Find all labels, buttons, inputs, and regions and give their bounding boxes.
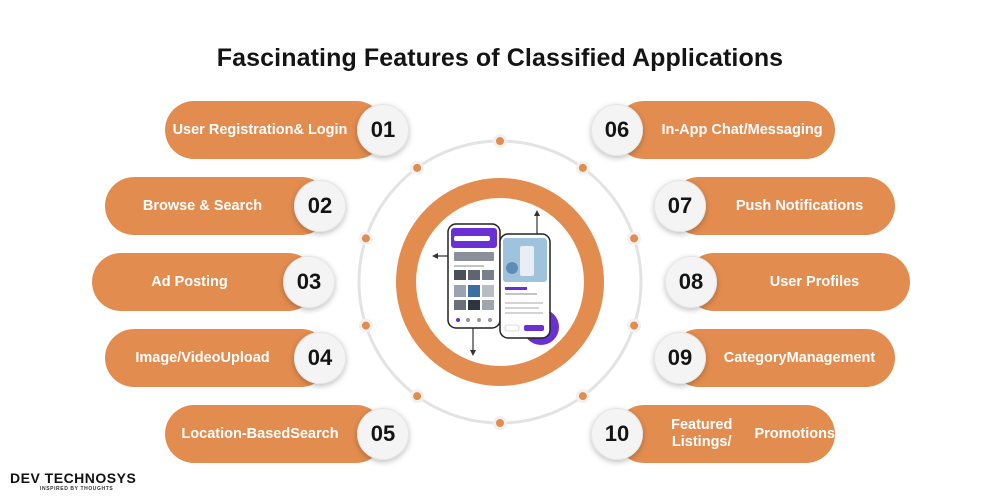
page-title: Fascinating Features of Classified Appli… — [216, 44, 784, 72]
feature-pill-06: In-App Chat/ Messaging — [615, 101, 835, 159]
ring-dot-core — [578, 392, 587, 401]
ring-dot-core — [496, 137, 504, 145]
feature-number-10: 10 — [591, 408, 643, 460]
feature-label: Upload — [220, 349, 270, 366]
company-logo: DEV TECHNOSYS INSPIRED BY THOUGHTS — [10, 470, 160, 496]
ring-dot-core — [630, 234, 639, 243]
feature-label: Browse & Search — [142, 197, 263, 214]
feature-pill-08: User Profiles — [685, 253, 910, 311]
ring-dot-core — [361, 321, 370, 330]
feature-label: Category — [723, 349, 787, 366]
ring-dot-core — [361, 234, 370, 243]
feature-label: In-App Chat/ — [661, 121, 748, 138]
logo-tagline: INSPIRED BY THOUGHTS — [40, 486, 114, 492]
phone-mockup-icon — [432, 210, 559, 356]
ring-dot-core — [630, 321, 639, 330]
ring-dot-core — [413, 392, 422, 401]
feature-pill-07: Push Notifications — [670, 177, 895, 235]
feature-label: Ad Posting — [151, 273, 228, 290]
ring-dot-core — [496, 419, 504, 427]
feature-label: & Login — [293, 121, 348, 138]
feature-label: User Profiles — [769, 273, 860, 290]
feature-pill-01: User Registration & Login — [165, 101, 385, 159]
feature-number-08: 08 — [665, 256, 717, 308]
ring-dot-core — [413, 163, 422, 172]
feature-label: User Registration — [172, 121, 294, 138]
feature-number-07: 07 — [654, 180, 706, 232]
feature-number-09: 09 — [654, 332, 706, 384]
feature-pill-02: Browse & Search — [105, 177, 330, 235]
feature-label: Location-Based — [181, 425, 291, 442]
feature-label: Messaging — [747, 121, 823, 138]
feature-label: Featured Listings/ — [671, 417, 733, 450]
logo-brand: DEV TECHNOSYS — [10, 470, 137, 486]
feature-label: Image/Video — [135, 349, 221, 366]
feature-label: Search — [290, 425, 339, 442]
feature-number-01: 01 — [357, 104, 409, 156]
feature-pill-10: Featured Listings/ Promotions — [615, 405, 835, 463]
feature-pill-05: Location-Based Search — [165, 405, 385, 463]
feature-label: Management — [786, 349, 876, 366]
feature-pill-03: Ad Posting — [92, 253, 317, 311]
feature-number-04: 04 — [294, 332, 346, 384]
feature-number-05: 05 — [357, 408, 409, 460]
feature-number-06: 06 — [591, 104, 643, 156]
feature-label: Push Notifications — [735, 197, 864, 214]
ring-dot-core — [578, 163, 587, 172]
feature-pill-04: Image/Video Upload — [105, 329, 330, 387]
feature-number-02: 02 — [294, 180, 346, 232]
ring-dots — [358, 134, 642, 430]
feature-label: Promotions — [754, 425, 835, 442]
feature-pill-09: Category Management — [670, 329, 895, 387]
feature-number-03: 03 — [283, 256, 335, 308]
